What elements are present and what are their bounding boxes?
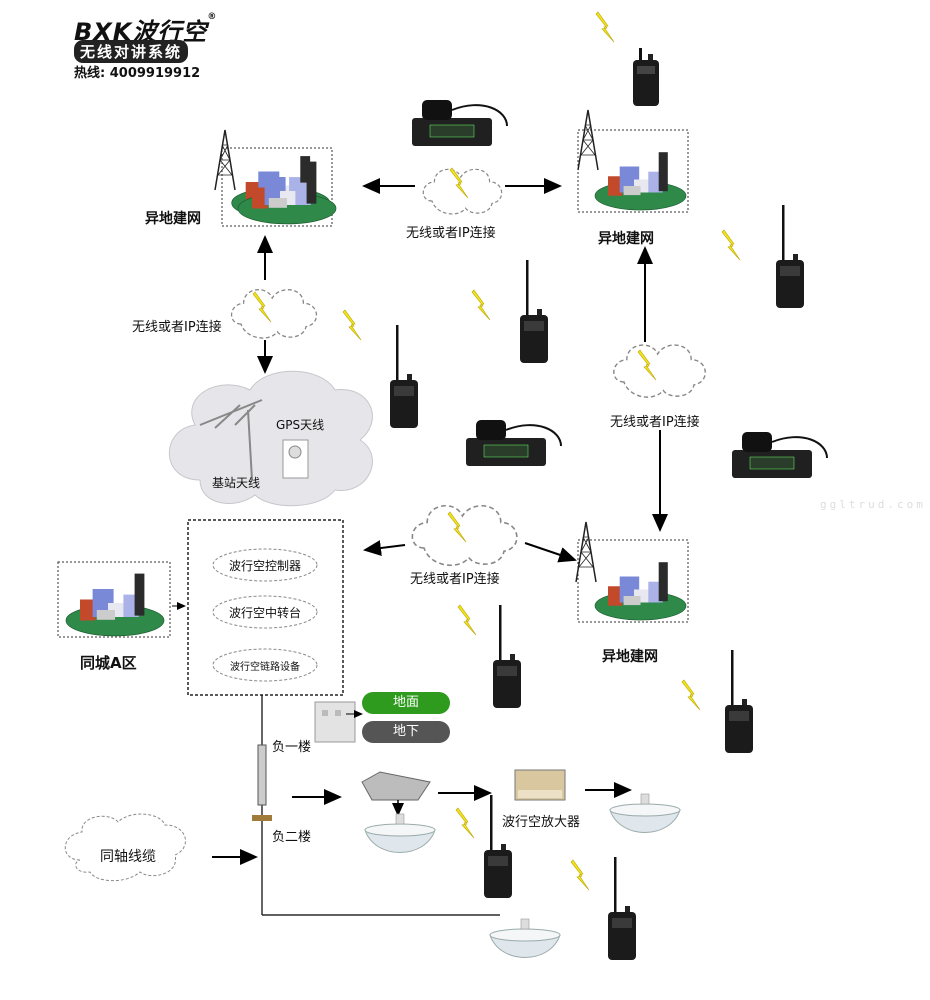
city-zone-label: 同城A区 (80, 654, 137, 672)
radio-8 (608, 857, 636, 960)
radio-1 (633, 48, 659, 106)
mobile-radio-3 (731, 431, 828, 479)
link-label-right: 无线或者IP连接 (610, 415, 700, 430)
radio-2 (776, 205, 804, 308)
underground-pill: 地下 (362, 721, 450, 743)
link-label-mid: 无线或者IP连接 (410, 572, 500, 587)
system-box (187, 519, 344, 696)
mobile-radio-2 (465, 419, 562, 467)
link-label-top: 无线或者IP连接 (406, 226, 496, 241)
amplifier-device (514, 769, 566, 801)
building-icon (314, 701, 363, 743)
link-device-label: 波行空链路设备 (230, 662, 300, 673)
watermark: ggltrud.com (820, 498, 926, 511)
gps-antenna-label: GPS天线 (276, 418, 325, 432)
remote-network-label-tl: 异地建网 (145, 211, 201, 227)
radio-6 (725, 650, 753, 753)
remote-network-label-tr: 异地建网 (598, 231, 654, 247)
base-station-cloud (168, 370, 373, 507)
radio-5 (493, 605, 521, 708)
remote-network-top-left (214, 129, 333, 227)
city-icon-tl (237, 161, 337, 225)
remote-network-label-br: 异地建网 (602, 649, 658, 665)
splitter (361, 771, 431, 817)
coax-label: 同轴线缆 (100, 849, 156, 865)
hotline: 热线: 4009919912 (74, 66, 201, 81)
remote-network-bottom-right (575, 521, 689, 623)
basement1-label: 负一楼 (272, 740, 312, 755)
mobile-radio-1 (411, 99, 508, 147)
amplifier-label: 波行空放大器 (502, 815, 581, 830)
repeater-label: 波行空中转台 (228, 606, 301, 620)
controller-label: 波行空控制器 (228, 559, 301, 573)
coax-cloud (64, 813, 186, 882)
base-antenna-label: 基站天线 (212, 476, 261, 490)
radio-4 (390, 325, 418, 428)
radio-3 (520, 260, 548, 363)
ceiling-antenna-2 (609, 793, 681, 833)
basement2-label: 负二楼 (272, 830, 312, 845)
city-zone-a (57, 561, 171, 638)
remote-network-top-right (577, 109, 689, 213)
link-label-left: 无线或者IP连接 (132, 320, 222, 335)
ceiling-antenna-3 (489, 918, 561, 958)
ground-pill: 地面 (362, 692, 450, 714)
ceiling-antenna-1 (364, 813, 436, 853)
brand-tagline: 无线对讲系统 (74, 40, 189, 63)
